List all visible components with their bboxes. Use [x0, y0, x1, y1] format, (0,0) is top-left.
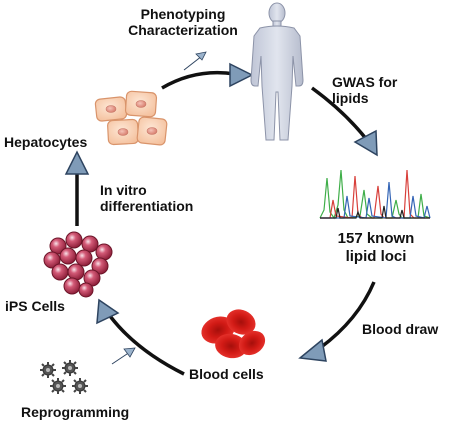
known-loci-label: 157 known lipid loci [330, 230, 422, 266]
in-vitro-line-1: In vitro [100, 182, 147, 198]
arrowhead-to-human [229, 62, 254, 88]
phenotyping-label: Phenotyping Characterization [124, 6, 242, 38]
hepatocyte-cluster-icon [94, 90, 168, 146]
arrowhead-phenotyping [195, 51, 207, 61]
in-vitro-label: In vitro differentiation [100, 182, 193, 214]
arrow-blood-cells-to-ips [108, 314, 185, 376]
reprogramming-label: Reprogramming [21, 404, 130, 420]
arrow-hepatocytes-to-human [161, 70, 236, 90]
arrowhead-reprogramming [123, 347, 136, 358]
cycle-arrows [64, 51, 378, 376]
red-blood-cells-icon [201, 309, 266, 359]
arrowhead-to-chromatogram [353, 129, 378, 157]
blood-cells-label: Blood cells [189, 366, 264, 382]
trace-black [320, 205, 430, 219]
gwas-line-1: GWAS for [332, 74, 398, 90]
arrow-loci-to-blood-cells [318, 281, 376, 350]
phenotyping-line-2: Characterization [128, 22, 238, 38]
in-vitro-line-2: differentiation [100, 198, 194, 214]
hepatocytes-label: Hepatocytes [4, 134, 88, 150]
known-loci-line-1: 157 known [337, 230, 415, 247]
gwas-line-2: lipids [332, 90, 369, 106]
arrowhead-to-hepatocytes [64, 150, 90, 175]
ips-cells-label: iPS Cells [5, 298, 65, 314]
trace-blue [320, 181, 431, 219]
arrowhead-to-ips [96, 298, 120, 325]
arrow-phenotyping [183, 55, 203, 71]
sequencing-chromatogram-icon [319, 169, 431, 220]
known-loci-line-2: lipid loci [345, 248, 407, 265]
blood-draw-label: Blood draw [362, 321, 439, 337]
arrow-human-to-chromatogram [310, 86, 369, 142]
ips-cell-cluster-icon [43, 231, 113, 298]
reprogramming-virus-icon [40, 360, 88, 394]
arrow-reprogramming [111, 351, 131, 365]
human-figure-icon [250, 2, 304, 141]
gwas-label: GWAS for lipids [332, 74, 397, 106]
arrowhead-to-blood-cells [298, 338, 327, 362]
phenotyping-line-1: Phenotyping [140, 6, 226, 22]
